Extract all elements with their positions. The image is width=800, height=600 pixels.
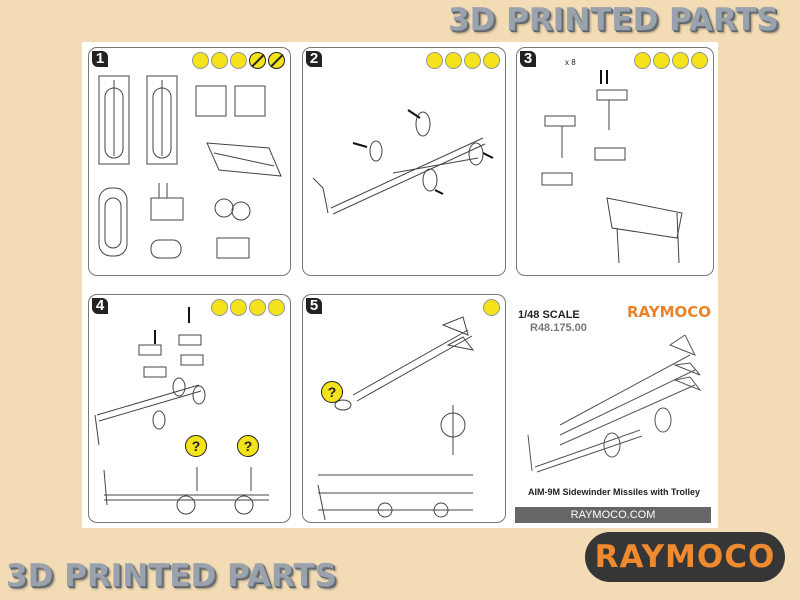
brand-logo-small: RAYMOCO	[627, 303, 712, 321]
printed-parts-illustration	[98, 75, 282, 259]
website-link[interactable]: RAYMOCO.COM	[515, 507, 711, 523]
product-code: R48.175.00	[530, 322, 587, 334]
quantity-note: x 8	[565, 58, 576, 67]
step-1-panel: 1	[88, 47, 291, 276]
banner-top: 3D PRINTED PARTS	[448, 2, 779, 38]
cut-icon	[211, 299, 228, 316]
banner-bottom: 3D PRINTED PARTS	[6, 558, 337, 594]
glue-icon	[483, 52, 500, 69]
step-3-panel: 3 x 8	[516, 47, 714, 276]
trolley-wheels-illustration	[312, 109, 494, 215]
step-number: 3	[520, 51, 536, 67]
help-question-icon: ?	[185, 435, 207, 457]
cut-icon	[634, 52, 651, 69]
glue-icon	[268, 299, 285, 316]
glue-icon	[483, 299, 500, 316]
no-paint-icon	[268, 52, 285, 69]
tool-icons	[483, 299, 500, 316]
step-number: 1	[92, 51, 108, 67]
cut-icon	[192, 52, 209, 69]
step-4-panel: 4 ? ?	[88, 294, 291, 523]
tool-icons	[426, 52, 500, 69]
finished-model-illustration	[527, 335, 702, 473]
knife-icon	[230, 299, 247, 316]
tool-icons	[192, 52, 285, 69]
tool-icons	[211, 299, 285, 316]
brand-logo: RAYMOCO	[585, 532, 785, 582]
help-question-icon: ?	[237, 435, 259, 457]
sand-icon	[249, 299, 266, 316]
no-glue-icon	[249, 52, 266, 69]
step-number: 2	[306, 51, 322, 67]
mount-brackets-illustration	[541, 70, 683, 264]
step-number: 5	[306, 298, 322, 314]
knife-icon	[211, 52, 228, 69]
glue-icon	[691, 52, 708, 69]
sand-icon	[464, 52, 481, 69]
trolley-assembly-illustration	[94, 307, 269, 515]
step-number: 4	[92, 298, 108, 314]
scale-label: 1/48 SCALE	[518, 309, 580, 321]
step-2-panel: 2	[302, 47, 506, 276]
knife-icon	[445, 52, 462, 69]
missile-loading-illustration	[317, 316, 475, 521]
sand-icon	[672, 52, 689, 69]
cut-icon	[426, 52, 443, 69]
sand-icon	[230, 52, 247, 69]
help-question-icon: ?	[321, 381, 343, 403]
product-title: AIM-9M Sidewinder Missiles with Trolley	[527, 487, 701, 497]
step-5-panel: 5 ?	[302, 294, 506, 523]
tool-icons	[634, 52, 708, 69]
knife-icon	[653, 52, 670, 69]
